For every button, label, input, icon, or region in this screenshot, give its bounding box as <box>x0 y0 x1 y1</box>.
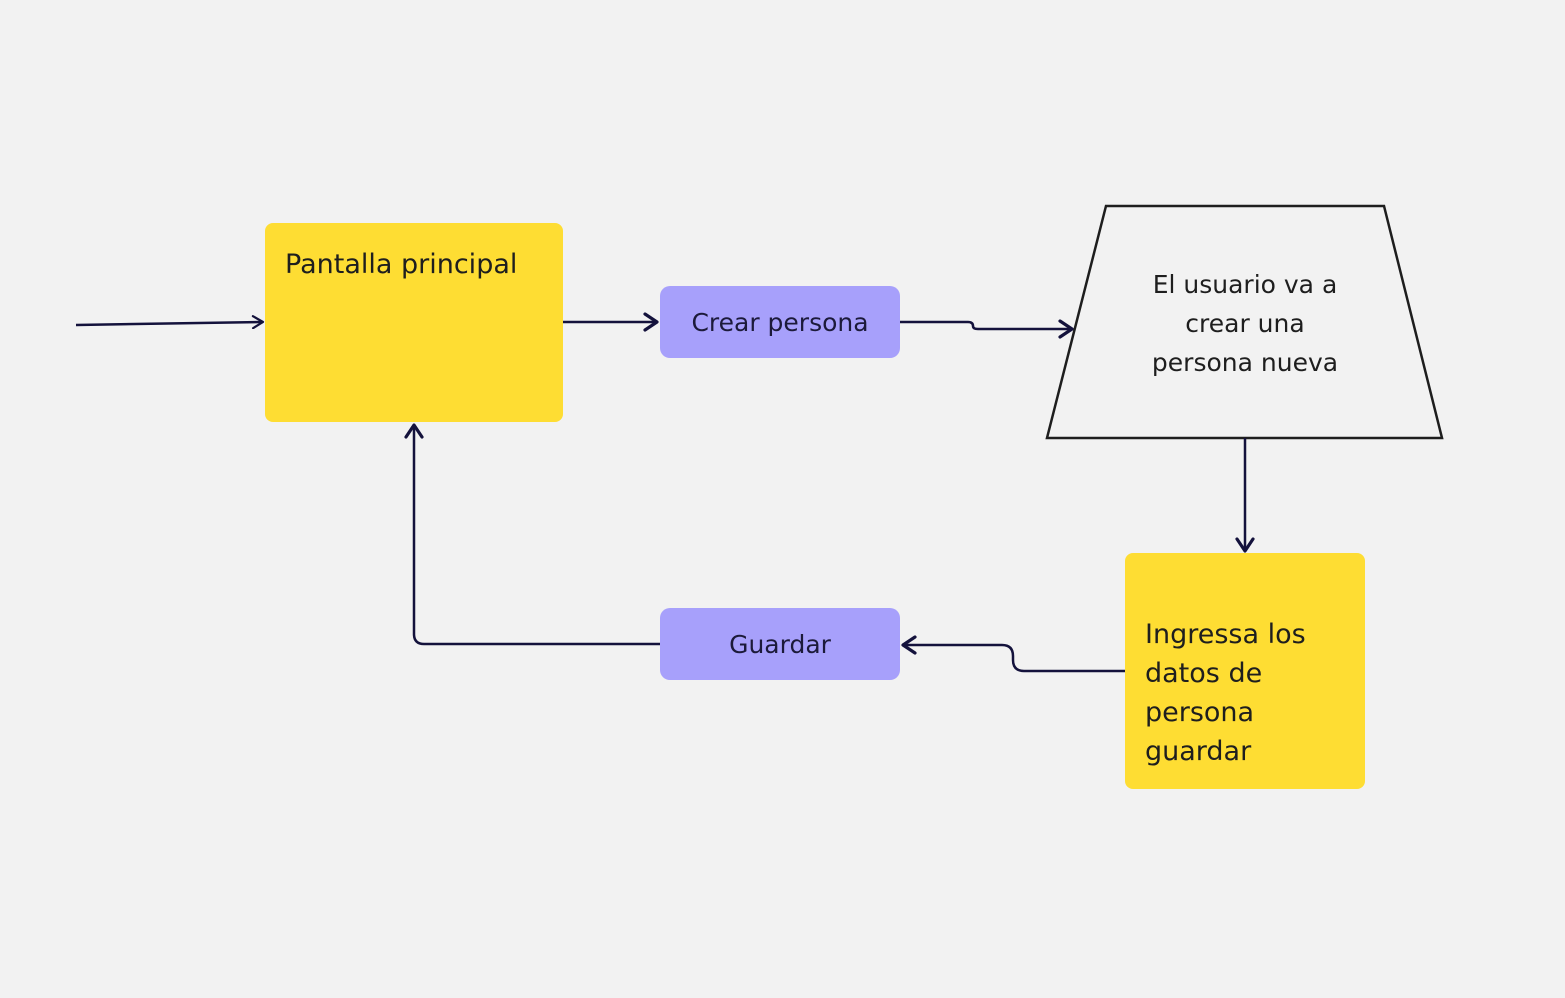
sticky-pantalla-principal-label: Pantalla principal <box>285 249 518 280</box>
connector-entry[interactable] <box>75 322 263 325</box>
connector-guardar-to-main[interactable] <box>404 423 660 646</box>
connector-ingressa-to-guardar[interactable] <box>901 635 1125 673</box>
sticky-pantalla-principal[interactable]: Pantalla principal <box>265 223 563 422</box>
connector-crear-to-usuario[interactable] <box>900 319 1074 339</box>
trapezoid-label: El usuario va a crear una persona nueva <box>1151 270 1339 377</box>
sticky-ingressa-datos[interactable]: Ingressa los datos de persona guardar <box>1125 553 1365 789</box>
node-guardar[interactable]: Guardar <box>660 608 900 680</box>
node-guardar-label: Guardar <box>729 629 831 659</box>
sticky-ingressa-datos-label: Ingressa los datos de persona guardar <box>1145 619 1306 767</box>
node-crear-persona-label: Crear persona <box>691 307 869 337</box>
trapezoid-shape[interactable] <box>1045 204 1444 440</box>
node-crear-persona[interactable]: Crear persona <box>660 286 900 358</box>
